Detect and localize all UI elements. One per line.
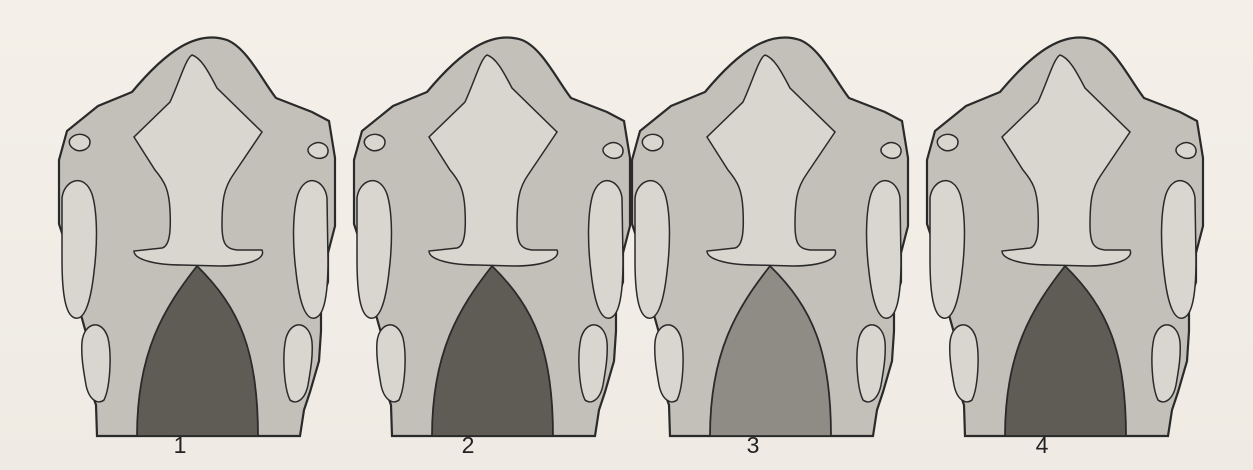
- figure-3: [632, 37, 908, 436]
- figure-1: [59, 37, 335, 436]
- figure-1-label: 1: [160, 432, 200, 459]
- figure-2: [354, 37, 630, 436]
- figure-4-label: 4: [1022, 432, 1062, 459]
- figure-2-label: 2: [448, 432, 488, 459]
- figure-4: [927, 37, 1203, 436]
- figure-3-label: 3: [733, 432, 773, 459]
